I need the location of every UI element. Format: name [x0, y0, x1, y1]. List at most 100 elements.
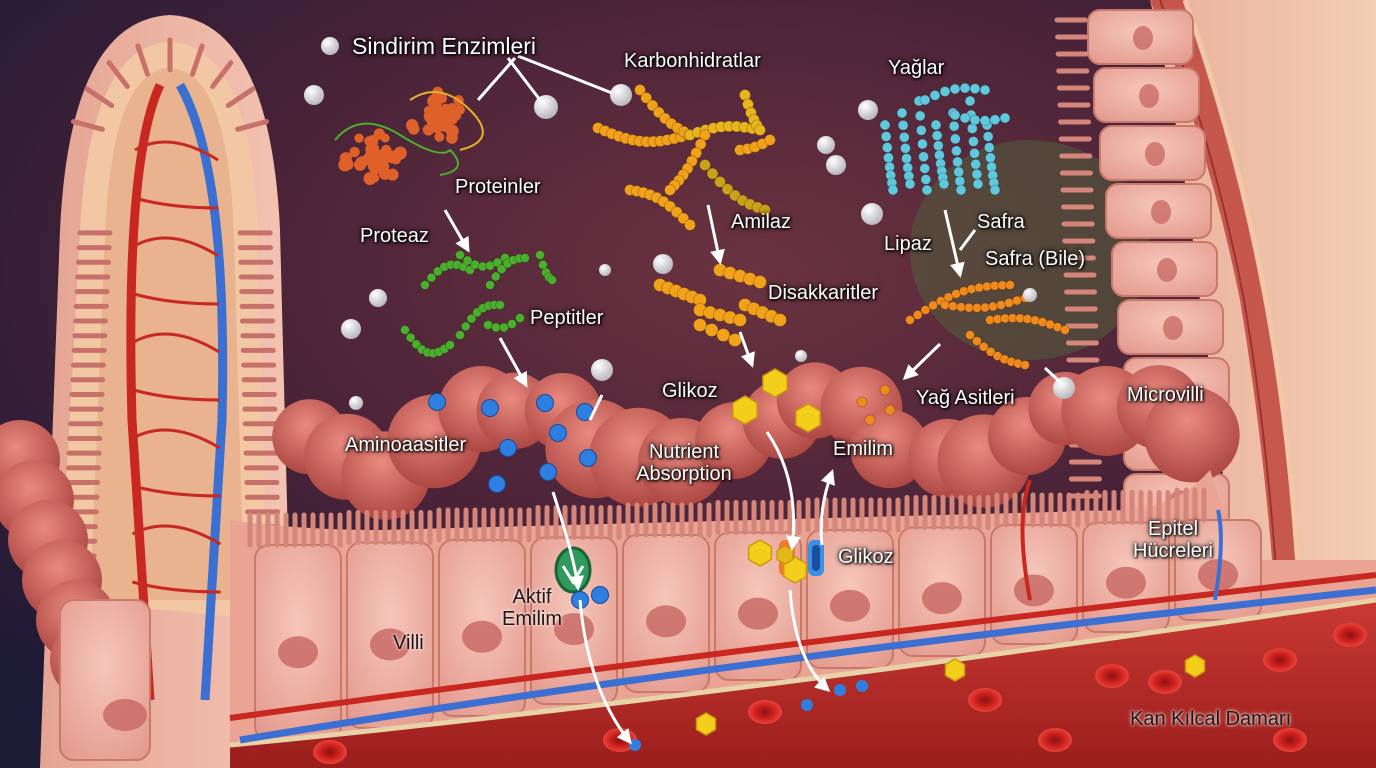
glucose-hexagon-icon: [762, 368, 788, 398]
fatty-acid: [856, 396, 868, 408]
fat-molecule: [949, 109, 961, 121]
microvillus: [190, 43, 205, 77]
fat-molecule: [904, 178, 916, 190]
fat-molecule: [919, 163, 931, 174]
carbohydrate-chain: [754, 124, 766, 136]
cell-nucleus: [1014, 574, 1054, 607]
epithelial-cell: [59, 599, 151, 761]
microvillus: [70, 119, 105, 132]
disaccharide: [733, 313, 747, 327]
enzyme-sphere-icon: [321, 37, 339, 55]
protein-molecule-icon: [354, 158, 367, 171]
label-nutrient-absorption-line2: Absorption: [636, 463, 732, 485]
capillary-branch: [133, 388, 220, 402]
fat-molecule: [900, 142, 911, 154]
fat-molecule: [969, 147, 980, 159]
fatty-acid-chain: [928, 300, 938, 311]
carbohydrate-chain: [640, 92, 653, 104]
label-aminoasitler: Aminoaasitler: [345, 434, 467, 456]
fatty-acid-chain: [940, 300, 950, 310]
red-blood-cell-icon: [1333, 623, 1367, 647]
protein-molecule-icon: [408, 123, 420, 135]
amino-acid-dot-icon: [488, 475, 506, 493]
microvillus: [235, 119, 270, 132]
label-aktif-emilim: Aktif Emilim: [492, 586, 572, 630]
enzyme-sphere-icon: [591, 359, 613, 381]
fatty-acid-chain: [948, 301, 958, 312]
protein-molecule-icon: [440, 106, 450, 116]
cell-nucleus: [922, 582, 962, 615]
protein-molecule-icon: [430, 97, 442, 109]
fatty-acid-chain: [920, 305, 931, 315]
fat-molecule: [898, 131, 910, 143]
enzyme-sphere-icon: [1023, 288, 1037, 302]
carbohydrate-chain: [759, 204, 771, 216]
fatty-acid-chain: [965, 330, 975, 340]
peptide-chain: [492, 257, 503, 268]
label-sindirim-enzimleri: Sindirim Enzimleri: [352, 33, 537, 59]
disaccharide: [693, 318, 707, 332]
microvillus: [210, 60, 234, 90]
protein-molecule-icon: [449, 108, 460, 119]
fat-molecule: [979, 84, 991, 96]
fatty-acid-chain: [1060, 325, 1070, 335]
glucose-hexagon-icon: [747, 539, 773, 567]
carbohydrate-chain: [721, 183, 734, 196]
peptide-chain: [420, 280, 430, 290]
fat-molecule: [921, 184, 933, 196]
disaccharide: [728, 333, 742, 347]
enzyme-sphere-icon: [534, 95, 558, 119]
protein-molecule-icon: [386, 168, 399, 181]
fatty-acid-chain: [943, 292, 954, 303]
cell-nucleus: [1106, 566, 1146, 599]
enzyme-sphere-icon: [349, 396, 363, 410]
fat-molecule: [979, 115, 991, 127]
amino-acid-dot-icon: [856, 680, 868, 692]
capillary-branch: [134, 196, 219, 210]
peptide-chain: [485, 280, 495, 290]
label-yaglar: Yağlar: [888, 57, 945, 79]
disaccharide: [704, 323, 719, 337]
microvillus: [84, 86, 115, 109]
amino-acid-dot-icon: [579, 449, 597, 467]
process-arrows: [443, 54, 1062, 745]
amino-acid-dot-icon: [539, 463, 557, 481]
fat-molecule: [989, 114, 1001, 126]
cell-nucleus: [1163, 316, 1183, 340]
nutrient-molecules: [334, 82, 1070, 609]
protein-strand: [334, 122, 459, 176]
peptide-chain: [460, 321, 471, 332]
fat-molecule: [879, 119, 891, 131]
fat-molecule: [887, 184, 899, 196]
peptide-chain: [400, 325, 410, 335]
fat-molecule: [989, 184, 1001, 196]
disaccharide: [753, 275, 767, 289]
protein-strand: [409, 91, 484, 151]
capillary-branch: [133, 236, 220, 258]
capillary-branch: [132, 484, 221, 498]
fatty-acid-chain: [980, 302, 990, 313]
label-safra-bile: Safra (Bile): [985, 248, 1086, 270]
amino-acid-dot-icon: [629, 739, 641, 751]
fatty-acid: [884, 404, 896, 416]
fat-molecule: [959, 112, 971, 124]
fat-molecule: [999, 112, 1011, 124]
enzyme-sphere-icon: [610, 84, 632, 106]
cell-nucleus: [103, 699, 147, 731]
protein-molecule-icon: [434, 131, 445, 142]
fat-molecule: [954, 175, 966, 187]
cell-nucleus: [370, 628, 410, 661]
cell-nucleus: [1157, 258, 1177, 282]
label-yag-asitleri: Yağ Asitleri: [916, 387, 1015, 409]
glucose-hexagon-icon: [795, 403, 821, 433]
fat-molecule: [938, 178, 950, 190]
fatty-acid-chain: [988, 301, 998, 312]
fat-molecule: [969, 83, 981, 95]
glucose-hexagon-icon: [695, 712, 717, 736]
label-aktif-line1: Aktif: [512, 586, 552, 608]
fat-molecule: [949, 83, 961, 95]
label-epitel-line2: Hücreleri: [1132, 540, 1214, 562]
enzyme-sphere-icon: [795, 350, 807, 362]
